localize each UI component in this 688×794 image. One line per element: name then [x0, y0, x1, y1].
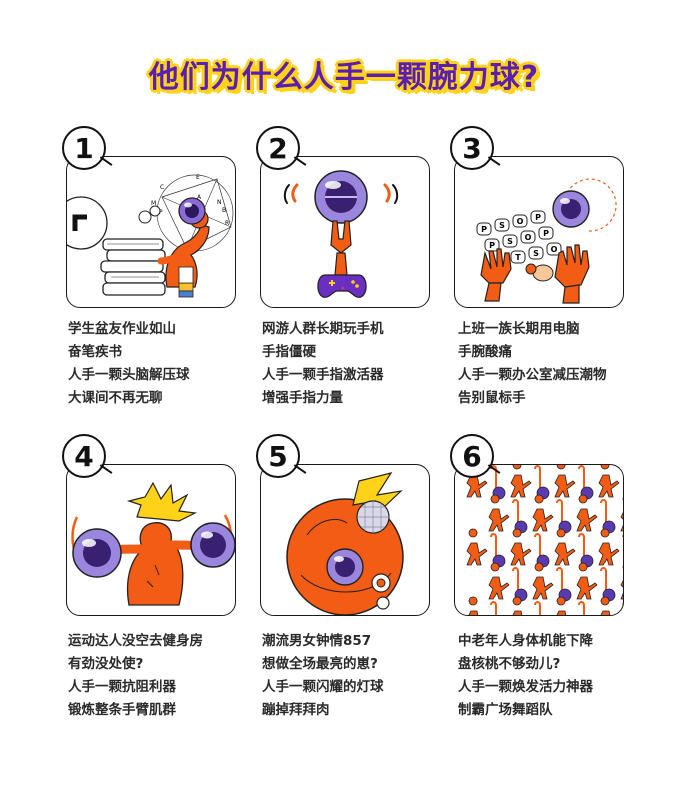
geometry-label: A — [197, 194, 202, 201]
illustration-fitness — [66, 464, 236, 616]
cane-icon — [600, 499, 607, 523]
geometry-label: R — [225, 220, 229, 227]
caption-line: 人手一颗闪耀的灯球 — [262, 679, 384, 695]
caption-line: 人手一颗手指激活器 — [262, 367, 384, 383]
caption-line: 大课间不再无聊 — [68, 390, 163, 406]
dancer-figure — [468, 596, 479, 615]
dancer-figure — [556, 596, 567, 615]
caption-line: 告别鼠标手 — [458, 390, 526, 406]
cane-icon — [600, 567, 607, 591]
caption-1: 学生盆友作业如山 奋笔疾书 人手一颗头脑解压球 大课间不再无聊 — [68, 318, 268, 410]
geometry-label: C — [160, 184, 164, 191]
caption-2: 网游人群长期玩手机 手指僵硬 人手一颗手指激活器 增强手指力量 — [262, 318, 462, 410]
illustration-office: P S O P P S O P T S O — [454, 156, 624, 308]
dancer-figure — [600, 596, 611, 615]
dancer-figure — [488, 494, 510, 532]
illustration-gamer — [260, 156, 430, 308]
caption-line: 人手一颗头脑解压球 — [68, 367, 190, 383]
section-number-6: 6 — [450, 434, 494, 478]
dancer-figure — [620, 497, 623, 532]
cane-icon — [512, 567, 519, 591]
caption-line: 奋笔疾书 — [68, 344, 122, 360]
geometry-label: N — [217, 199, 222, 206]
caption-line: 上班一族长期用电脑 — [458, 321, 580, 337]
caption-line: 中老年人身体机能下降 — [458, 633, 593, 649]
cane-icon — [490, 533, 497, 557]
geometry-label: E — [196, 174, 200, 181]
dancer-figure — [532, 494, 554, 532]
dancer-figure — [598, 528, 620, 566]
cane-icon — [490, 601, 497, 615]
cane-icon — [578, 533, 585, 557]
key-label: O — [551, 245, 558, 254]
geometry-label: P — [159, 209, 163, 216]
key-label: P — [481, 225, 487, 234]
dancer-figure — [512, 596, 523, 615]
caption-line: 有劲没处使? — [68, 656, 144, 672]
caption-line: 运动达人没空去健身房 — [68, 633, 203, 649]
cane-icon — [556, 499, 563, 523]
section-number-5: 5 — [256, 434, 300, 478]
caption-line: 锻炼整条手臂肌群 — [68, 702, 176, 718]
dancer-figure — [466, 528, 488, 566]
dancer-figure — [510, 465, 532, 498]
cane-icon — [622, 466, 623, 469]
key-label: S — [533, 249, 539, 258]
section-number-3: 3 — [450, 126, 494, 170]
dancer-figure — [510, 528, 532, 566]
caption-line: 蹦掉拜拜肉 — [262, 702, 330, 718]
cane-icon — [534, 601, 541, 615]
section-number-4: 4 — [62, 434, 106, 478]
dancer-figure — [576, 562, 598, 600]
page-title: 他们为什么人手一颗腕力球? — [148, 60, 540, 95]
key-label: O — [525, 233, 532, 242]
caption-5: 潮流男女钟情857 想做全场最亮的崽? 人手一颗闪耀的灯球 蹦掉拜拜肉 — [262, 630, 462, 722]
illustration-disco — [260, 464, 430, 616]
caption-line: 人手一颗焕发活力神器 — [458, 679, 593, 695]
cane-icon — [622, 534, 623, 537]
key-label: P — [543, 229, 549, 238]
illustration-student: C E M A P B R N — [66, 156, 236, 308]
caption-line: 手指僵硬 — [262, 344, 316, 360]
key-label: P — [535, 213, 541, 222]
cane-icon — [512, 499, 519, 523]
dancer-figure — [554, 528, 576, 566]
caption-line: 增强手指力量 — [262, 390, 343, 406]
key-label: S — [499, 221, 505, 230]
caption-line: 潮流男女钟情857 — [262, 633, 372, 649]
caption-line: 人手一颗抗阻利器 — [68, 679, 176, 695]
geometry-label: M — [151, 200, 156, 207]
caption-line: 人手一颗办公室减压潮物 — [458, 367, 607, 383]
cane-icon — [534, 465, 541, 489]
caption-line: 盘核桃不够劲儿? — [458, 656, 561, 672]
caption-3: 上班一族长期用电脑 手腕酸痛 人手一颗办公室减压潮物 告别鼠标手 — [458, 318, 658, 410]
cane-icon — [578, 465, 585, 489]
caption-line: 学生盆友作业如山 — [68, 321, 176, 337]
key-label: T — [515, 253, 521, 262]
section-number-1: 1 — [62, 126, 106, 170]
caption-line: 网游人群长期玩手机 — [262, 321, 384, 337]
dancer-figure — [620, 565, 623, 600]
caption-4: 运动达人没空去健身房 有劲没处使? 人手一颗抗阻利器 锻炼整条手臂肌群 — [68, 630, 268, 722]
dancer-figure — [532, 562, 554, 600]
cane-icon — [556, 567, 563, 591]
caption-6: 中老年人身体机能下降 盘核桃不够劲儿? 人手一颗焕发活力神器 制霸广场舞蹈队 — [458, 630, 658, 722]
cane-icon — [578, 601, 585, 615]
geometry-label: B — [222, 207, 226, 214]
illustration-elderly-pattern — [454, 464, 624, 616]
caption-line: 手腕酸痛 — [458, 344, 512, 360]
section-number-2: 2 — [256, 126, 300, 170]
cane-icon — [534, 533, 541, 557]
dancer-figure — [554, 465, 576, 498]
caption-line: 想做全场最亮的崽? — [262, 656, 378, 672]
dancer-figure — [488, 562, 510, 600]
cane-icon — [622, 602, 623, 605]
dancer-figure — [576, 494, 598, 532]
caption-line: 制霸广场舞蹈队 — [458, 702, 553, 718]
key-label: O — [517, 217, 524, 226]
key-label: S — [507, 237, 513, 246]
dancer-figure — [598, 465, 620, 498]
key-label: P — [489, 241, 495, 250]
